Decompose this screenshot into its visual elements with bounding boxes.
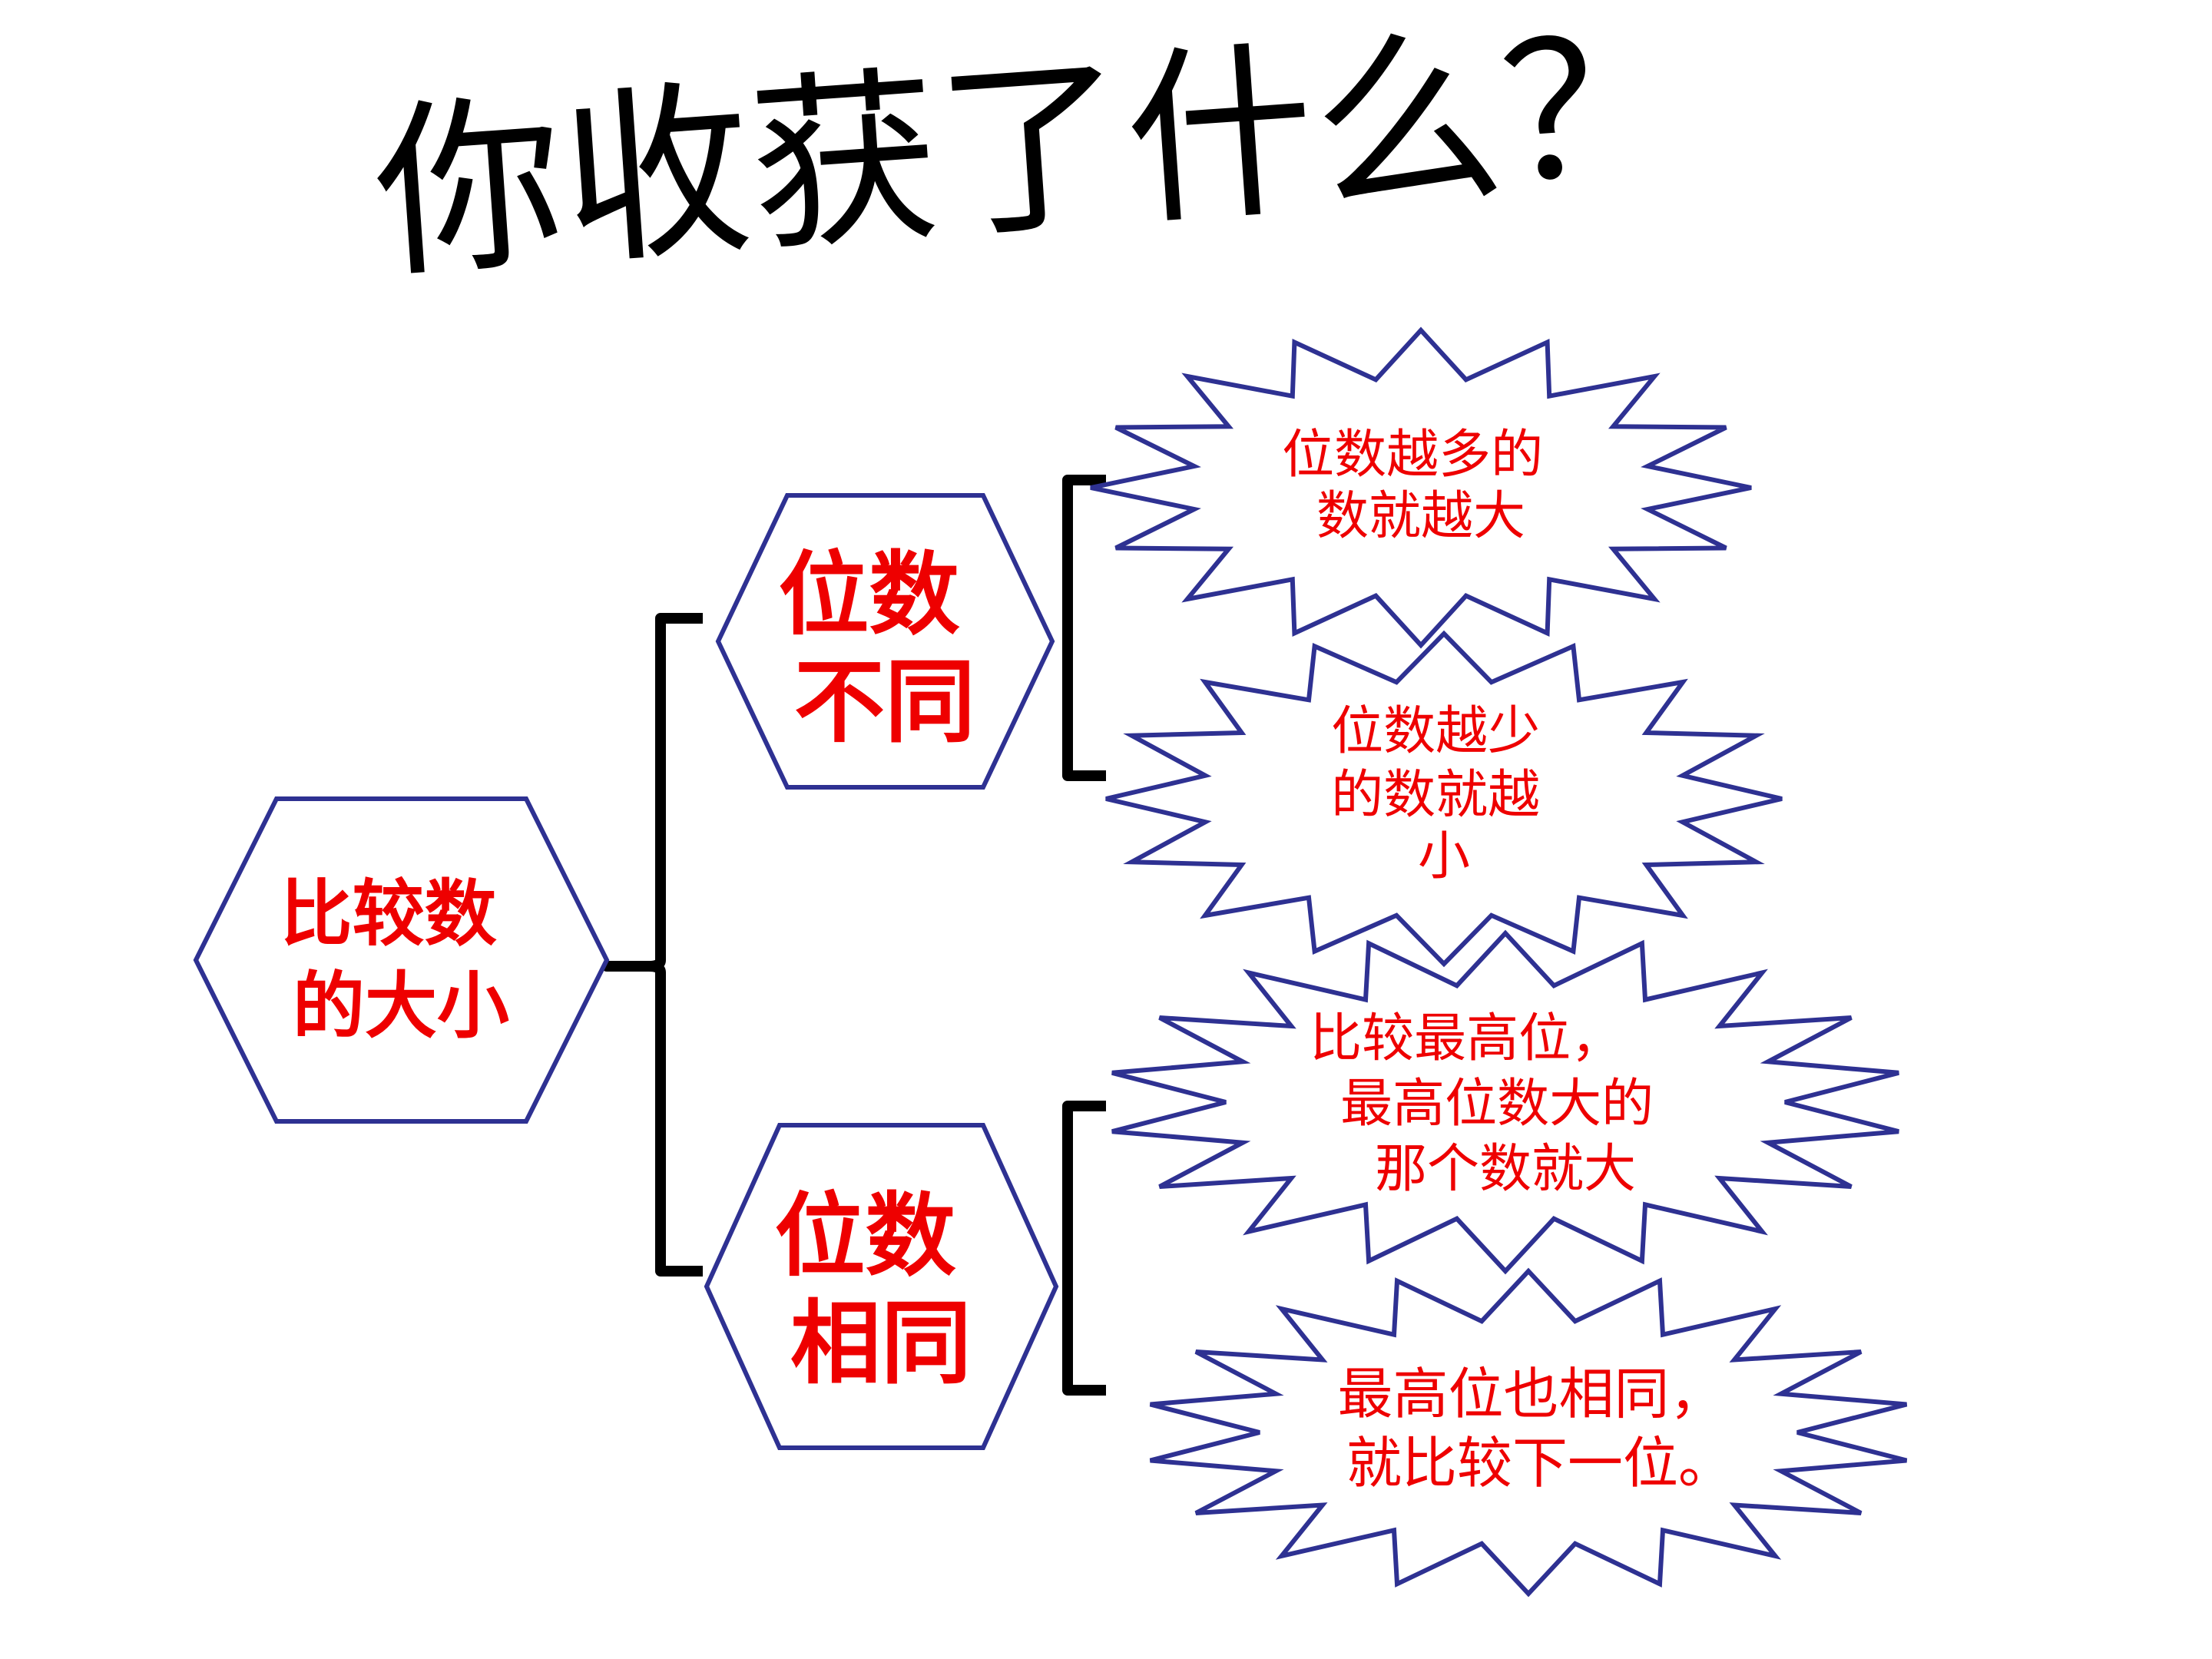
rule-more-digits-larger: 位数越多的 数就越大 [1090,326,1752,649]
root-hexagon [193,796,610,1124]
root-bracket [601,613,703,1277]
starburst-1 [1090,326,1752,649]
branch-2-label-line-1: 位数 [774,1183,955,1289]
rule-3-line-3: 那个数就大 [1375,1139,1636,1200]
starburst-3 [1111,929,1899,1275]
rule-compare-next-place: 最高位也相同， 就比较下一位。 [1149,1267,1908,1598]
branch-node-digits-same: 位数 相同 [704,1123,1059,1450]
svg-text:位数 相同: 位数 相同 [774,1183,987,1396]
root-node: 比较数 的大小 [193,796,610,1124]
rule-4-line-2: 就比较下一位。 [1346,1431,1734,1495]
rule-2-line-3: 小 [1418,826,1470,887]
branch-node-digits-different: 位数 不同 [715,493,1055,790]
branch-2-hexagon [704,1123,1059,1450]
branch-1-bracket [1062,475,1106,781]
branch-1-label-line-1: 位数 [778,541,959,647]
rule-1-line-1: 位数越多的 [1282,425,1543,485]
svg-text:位数越多的 数就越大: 位数越多的 数就越大 [1282,425,1560,547]
starburst-4 [1149,1267,1908,1598]
root-label-line-2: 的大小 [293,965,509,1048]
rule-3-line-2: 最高位数大的 [1340,1074,1654,1134]
svg-text:位数 不同: 位数 不同 [778,541,991,755]
rule-3-line-1: 比较最高位， [1310,1008,1623,1069]
svg-text:最高位也相同， 就比较下一位。: 最高位也相同， 就比较下一位。 [1338,1362,1743,1495]
branch-1-label-line-2: 不同 [794,649,975,755]
branch-1-hexagon [715,493,1055,790]
rule-2-line-2: 的数就越 [1331,765,1540,826]
rule-1-line-2: 数就越大 [1316,486,1525,547]
rule-compare-highest-place: 比较最高位， 最高位数大的 那个数就大 [1111,929,1899,1275]
svg-text:位数越少 的数就越 小: 位数越少 的数就越 小 [1331,701,1557,887]
rule-fewer-digits-smaller: 位数越少 的数就越 小 [1105,630,1783,968]
rule-4-line-1: 最高位也相同， [1338,1362,1725,1426]
branch-2-label-line-2: 相同 [790,1290,972,1396]
starburst-2 [1105,630,1783,968]
rule-2-line-1: 位数越少 [1331,701,1540,762]
svg-text:比较数 的大小: 比较数 的大小 [280,873,522,1048]
svg-text:比较最高位， 最高位数大的: 比较最高位， 最高位数大的 那个数就大 [1310,1008,1671,1200]
root-label-line-1: 比较数 [280,873,497,956]
branch-2-bracket [1062,1101,1106,1396]
